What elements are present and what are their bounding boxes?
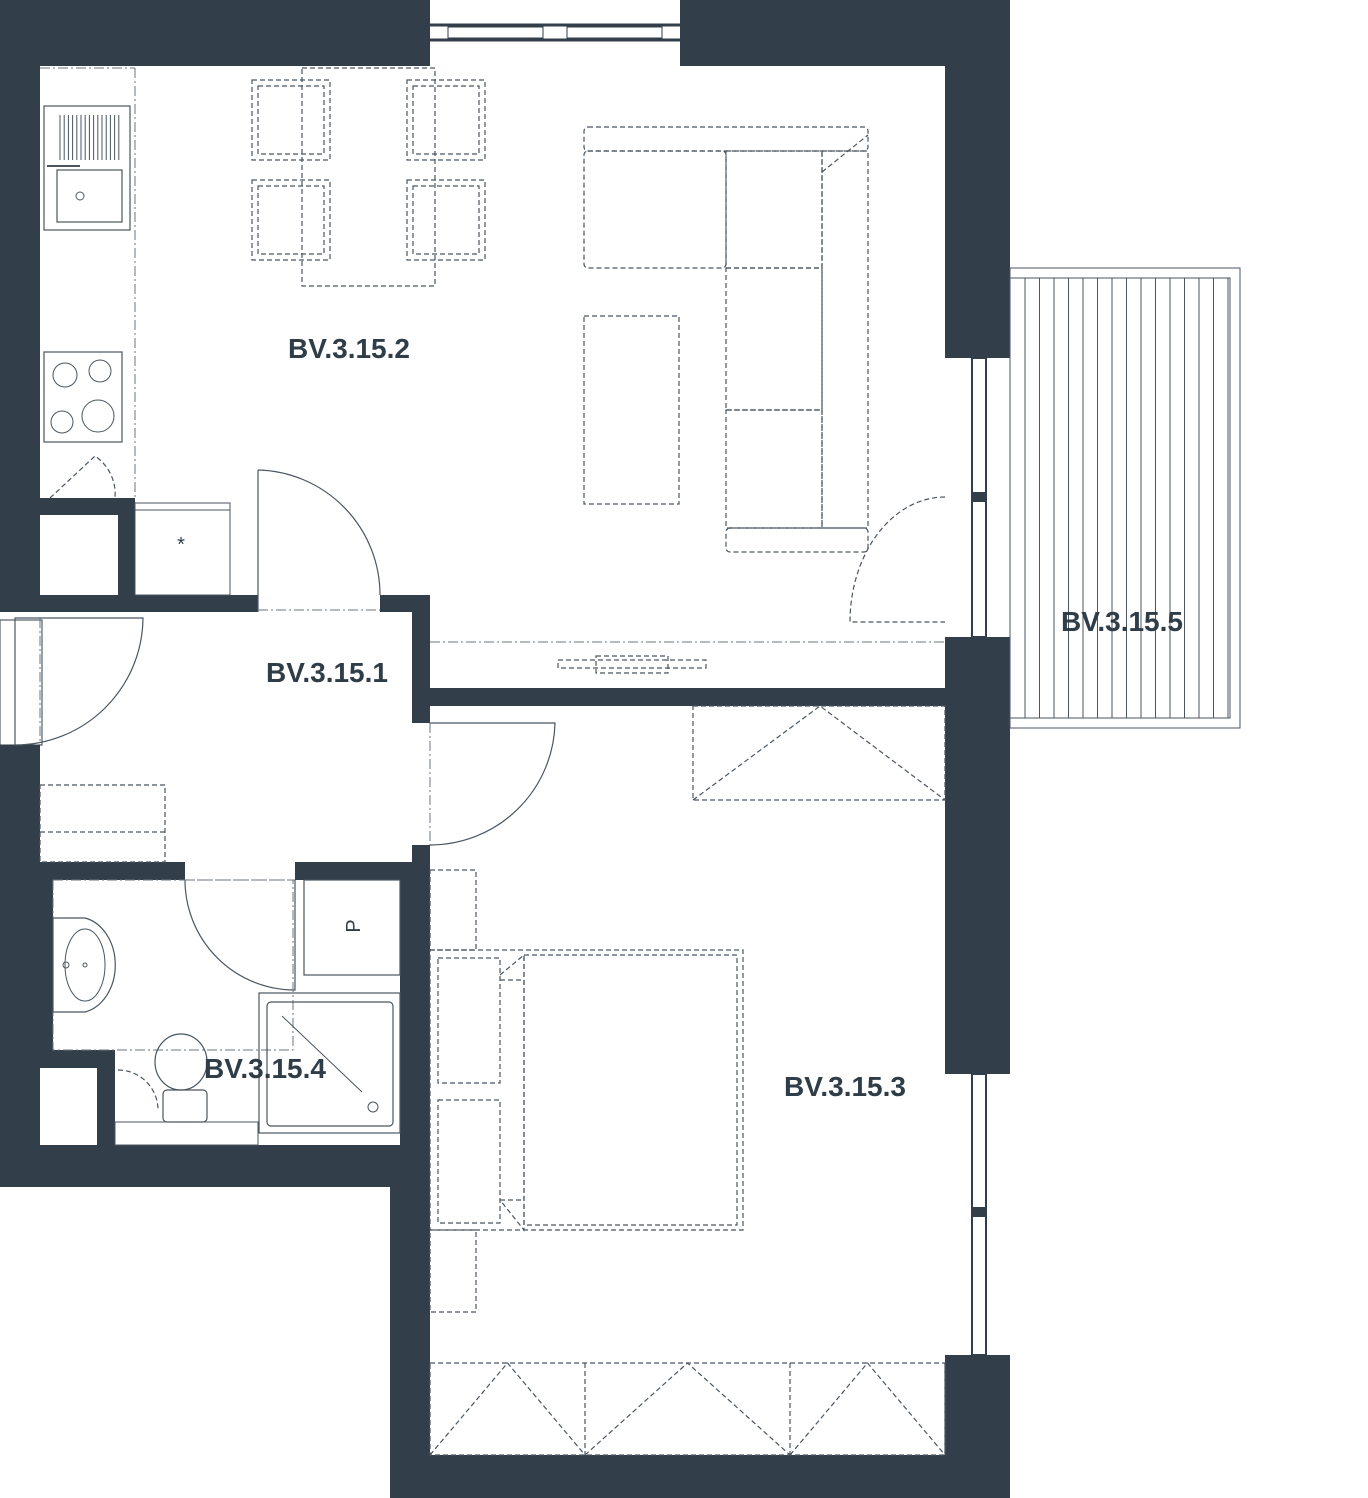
walls — [0, 0, 1010, 1498]
storage-mark: * — [177, 534, 185, 556]
dining-table — [251, 67, 486, 287]
room-label-bathroom: BV.3.15.4 — [204, 1053, 326, 1084]
bedroom-door — [412, 722, 556, 846]
bathroom-door — [184, 862, 296, 991]
closet-mark: P — [343, 919, 365, 932]
room-label-living: BV.3.15.2 — [288, 333, 410, 364]
room-label-balcony: BV.3.15.5 — [1061, 606, 1183, 637]
washbasin — [52, 879, 294, 1051]
closet-p — [303, 879, 401, 976]
window-living-right — [945, 357, 1010, 638]
entry-door — [0, 617, 144, 746]
nightstands — [429, 869, 477, 1313]
shower — [258, 992, 401, 1134]
storage-closet — [134, 502, 231, 596]
room-label-bedroom: BV.3.15.3 — [784, 1071, 906, 1102]
tv-console — [430, 641, 945, 674]
bedroom-closet-top — [692, 705, 946, 801]
balcony-door-swing — [849, 496, 946, 623]
balcony-deck — [1009, 267, 1241, 729]
coffee-table — [583, 315, 680, 505]
double-bed — [429, 949, 744, 1232]
toilet — [114, 1033, 259, 1146]
hall-to-living-door — [257, 469, 381, 612]
kitchen-counter — [40, 67, 136, 499]
sink-drainer-ribs — [59, 115, 120, 160]
window-top — [430, 2, 680, 66]
window-bedroom-right — [945, 1073, 1010, 1356]
wall-cutouts — [42, 517, 117, 1144]
bedroom-wardrobe — [429, 1362, 946, 1456]
corner-sofa — [583, 126, 869, 553]
room-label-hall: BV.3.15.1 — [266, 657, 388, 688]
hall-wardrobe — [39, 784, 166, 863]
